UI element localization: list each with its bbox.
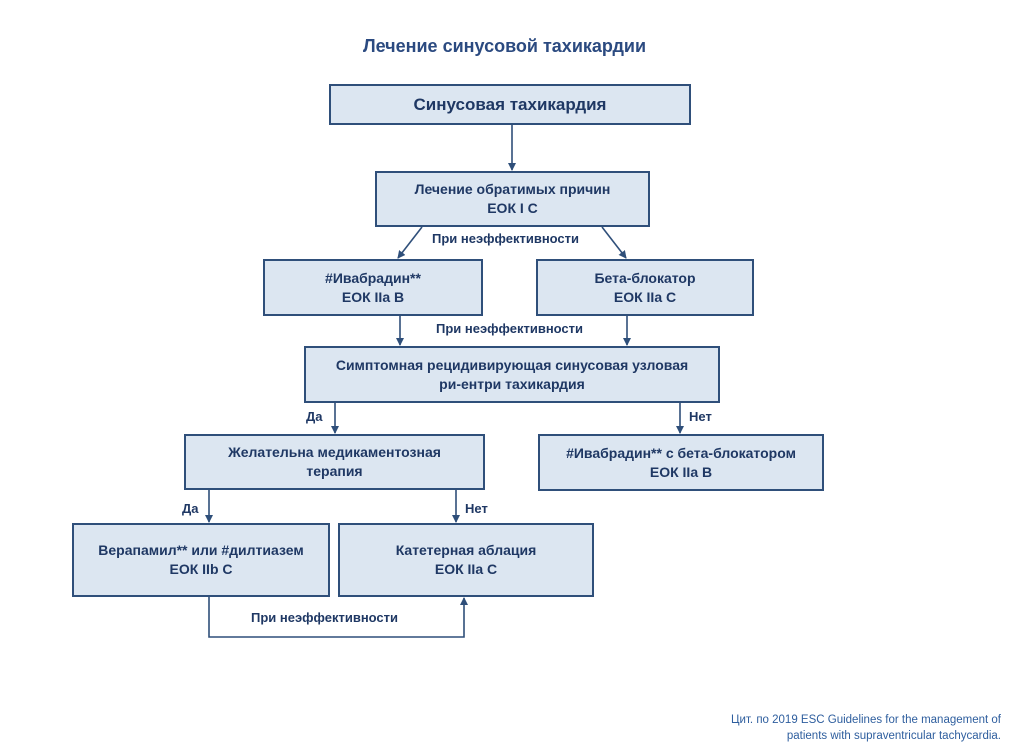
node-ivabradine-bb-text: #Ивабрадин** с бета-блокатором — [566, 444, 796, 461]
node-verapamil-text: Верапамил** или #дилтиазем — [98, 542, 304, 558]
node-ivabradine-text: #Ивабрадин** — [325, 269, 421, 286]
citation-note: Цит. по 2019 ESC Guidelines for the mana… — [681, 712, 1001, 744]
node-verapamil-diltiazem: Верапамил** или #дилтиазем ЕОК IIb C — [72, 523, 330, 597]
node-ivabradine-bb-class: ЕОК IIa B — [649, 463, 713, 480]
label-ineffective-1: При неэффективности — [432, 231, 580, 246]
arrow-reversible-to-beta-blocker — [601, 226, 627, 259]
node-ablation-class: ЕОК IIa C — [434, 561, 498, 577]
label-ineffective-3: При неэффективности — [251, 610, 399, 625]
label-ineffective-2: При неэффективности — [436, 321, 584, 336]
node-catheter-ablation: Катетерная аблация ЕОК IIa C — [338, 523, 594, 597]
node-sinus-tachycardia: Синусовая тахикардия — [329, 84, 691, 125]
citation-line-1: Цит. по 2019 ESC Guidelines for the mana… — [731, 714, 1001, 726]
node-ivabradine-with-beta-blocker: #Ивабрадин** с бета-блокатором ЕОК IIa B — [538, 434, 824, 491]
node-beta-blocker-text: Бета-блокатор — [594, 269, 696, 286]
label-yes-1: Да — [306, 409, 323, 424]
node-beta-blocker: Бета-блокатор ЕОК IIa C — [536, 259, 754, 316]
node-symptomatic-reentry: Симптомная рецидивирующая синусовая узло… — [304, 346, 720, 403]
node-symptomatic-reentry-text: Симптомная рецидивирующая синусовая узло… — [335, 356, 689, 373]
node-reversible-causes-text: Лечение обратимых причин — [414, 181, 611, 197]
arrow-reversible-to-ivabradine — [397, 226, 423, 259]
node-ivabradine: #Ивабрадин** ЕОК IIa B — [263, 259, 483, 316]
label-no-1: Нет — [689, 409, 712, 424]
arrow-verapamil-to-ablation — [208, 596, 468, 638]
label-yes-2: Да — [182, 501, 199, 516]
citation-line-2: patients with supraventricular tachycard… — [786, 730, 1001, 742]
node-symptomatic-reentry-text-2: ри-ентри тахикардия — [439, 375, 585, 392]
node-drug-therapy-text: Желательна медикаментозная — [228, 444, 441, 460]
node-ablation-text: Катетерная аблация — [395, 542, 537, 558]
node-verapamil-class: ЕОК IIb C — [169, 561, 233, 577]
node-ivabradine-class: ЕОК IIa B — [341, 288, 405, 305]
node-reversible-causes-class: ЕОК I C — [487, 200, 538, 216]
node-beta-blocker-class: ЕОК IIa C — [613, 288, 677, 305]
diagram-title: Лечение синусовой тахикардии — [362, 36, 647, 56]
label-no-2: Нет — [465, 501, 488, 516]
node-sinus-tachycardia-text: Синусовая тахикардия — [413, 95, 607, 114]
node-reversible-causes: Лечение обратимых причин ЕОК I C — [375, 171, 650, 227]
node-drug-therapy-text-2: терапия — [306, 463, 363, 479]
node-drug-therapy-desired: Желательна медикаментозная терапия — [184, 434, 485, 490]
